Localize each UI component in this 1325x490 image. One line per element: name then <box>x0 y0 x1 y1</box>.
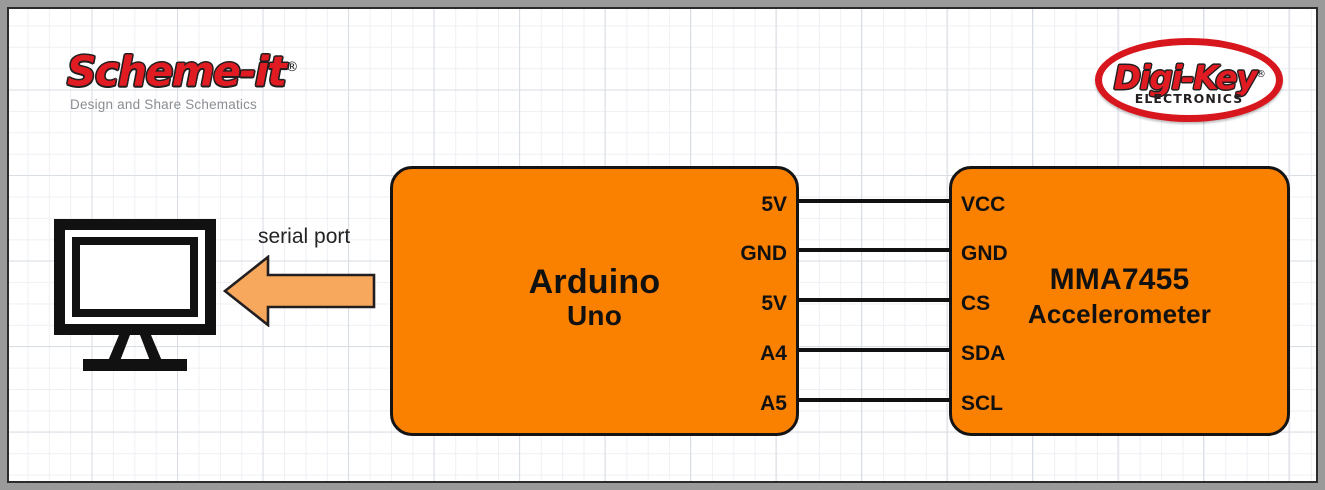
block-mma7455-title: MMA7455 Accelerometer <box>952 262 1287 330</box>
block-arduino-title-main: Arduino <box>528 263 661 301</box>
computer-monitor-icon <box>54 219 216 371</box>
left-arrow-icon <box>222 255 376 327</box>
digikey-wordmark-text: Digi-Key <box>1113 58 1258 97</box>
pin-label-mma7455-5: SCL <box>961 392 1003 415</box>
pin-label-arduino-4: A4 <box>760 342 787 365</box>
digikey-wordmark: Digi-Key® <box>1113 58 1266 97</box>
scheme-it-tagline: Design and Share Schematics <box>70 97 257 112</box>
wire-5v-cs <box>798 298 951 302</box>
block-mma7455-title-sub: Accelerometer <box>1027 299 1212 329</box>
digikey-subtitle: ELECTRONICS <box>1134 91 1244 106</box>
block-arduino-title-sub: Uno <box>566 300 623 331</box>
digikey-logo-text-group: Digi-Key® ELECTRONICS <box>1095 38 1283 122</box>
block-arduino-title: Arduino Uno <box>393 264 796 332</box>
pin-label-mma7455-4: SDA <box>961 342 1006 365</box>
block-mma7455-title-main: MMA7455 <box>1049 263 1190 296</box>
pin-label-mma7455-3: CS <box>961 292 991 315</box>
registered-trademark-icon: ® <box>285 60 299 75</box>
drawing-sheet: Scheme-it® Design and Share Schematics D… <box>9 9 1316 481</box>
pin-label-mma7455-1: VCC <box>961 193 1006 216</box>
digikey-logo-ellipse <box>1095 38 1283 122</box>
scheme-it-wordmark-text: Scheme-it <box>67 47 287 96</box>
scheme-it-wordmark: Scheme-it® <box>67 45 298 95</box>
block-arduino[interactable]: Arduino Uno 5V GND 5V A4 A5 <box>390 166 799 436</box>
wire-5v-vcc <box>798 199 951 203</box>
registered-trademark-icon: ® <box>1255 69 1266 80</box>
serial-port-label: serial port <box>258 225 351 248</box>
block-mma7455[interactable]: MMA7455 Accelerometer VCC GND CS SDA SCL <box>949 166 1290 436</box>
pin-label-arduino-2: GND <box>740 242 787 265</box>
pin-label-arduino-1: 5V <box>761 193 787 216</box>
wire-a5-scl <box>798 398 951 402</box>
wire-a4-sda <box>798 348 951 352</box>
pin-label-arduino-3: 5V <box>761 292 787 315</box>
scheme-it-logo: Scheme-it® Design and Share Schematics <box>67 45 298 117</box>
pin-label-mma7455-2: GND <box>961 242 1008 265</box>
wire-gnd-gnd <box>798 248 951 252</box>
digikey-logo: Digi-Key® ELECTRONICS <box>1095 38 1283 122</box>
pin-label-arduino-5: A5 <box>760 392 787 415</box>
